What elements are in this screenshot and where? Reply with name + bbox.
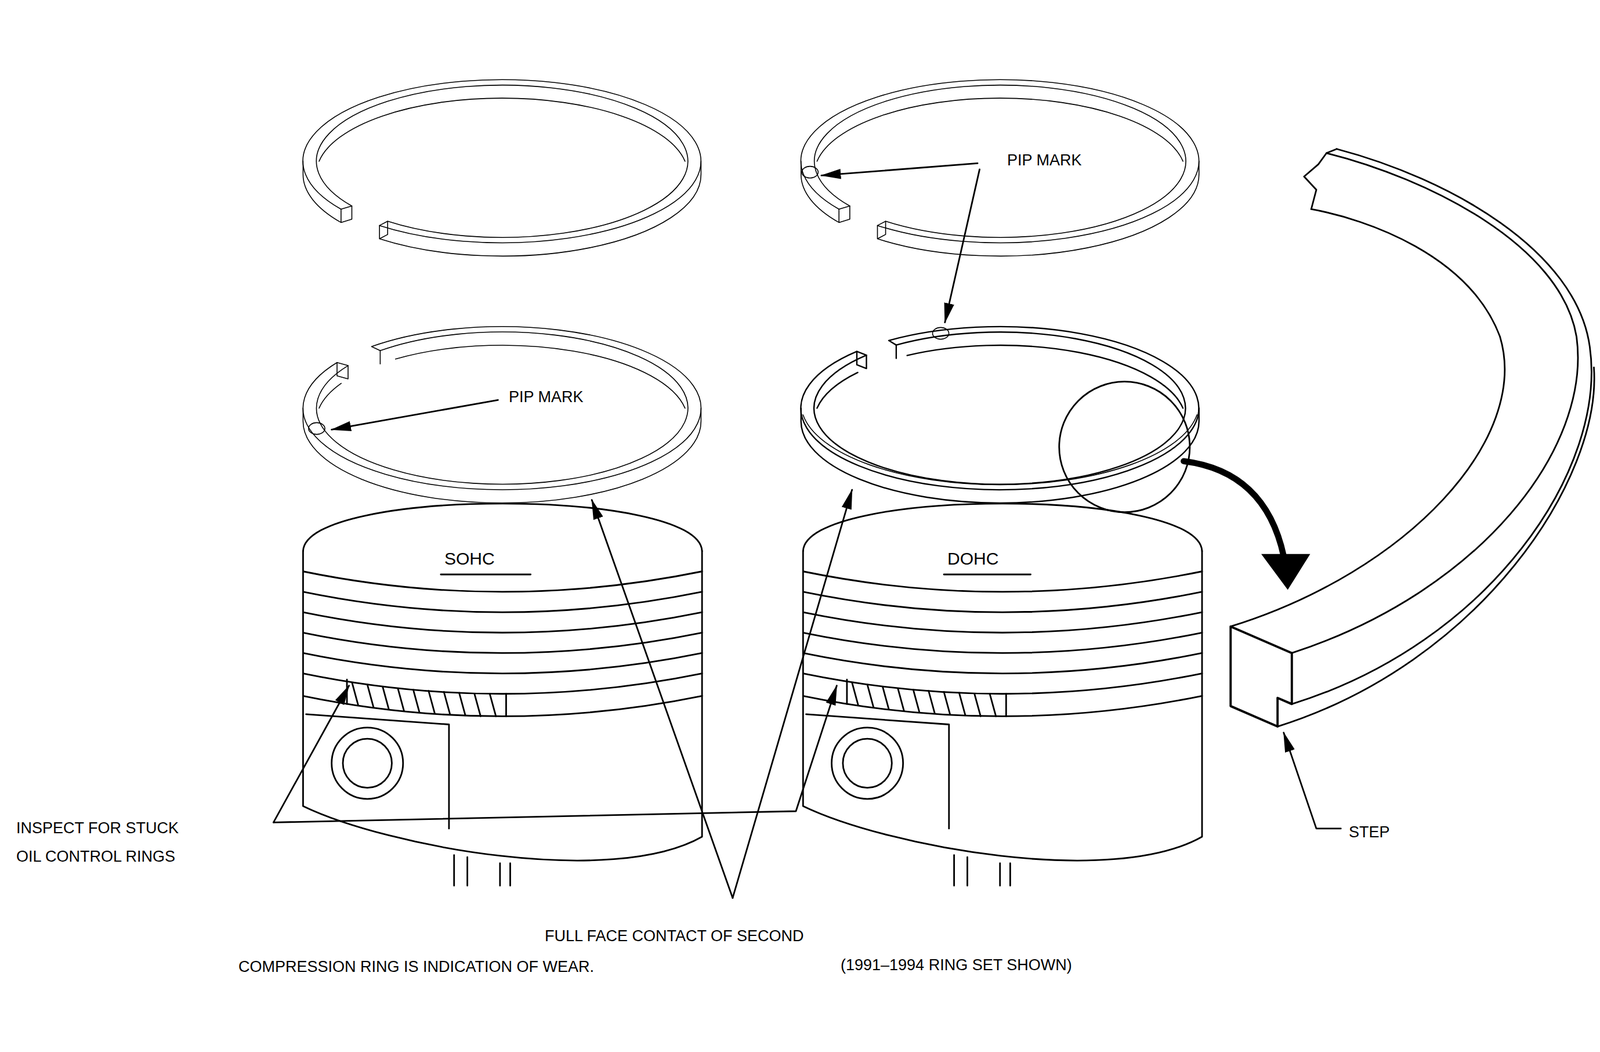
leader-line [821, 163, 978, 176]
section-step-edge [1277, 367, 1595, 727]
label-text: INSPECT FOR STUCK OIL CONTROL RINGS [14, 813, 198, 871]
leader-line [732, 489, 853, 898]
label-underline [440, 573, 1031, 576]
ring-face [800, 326, 1199, 490]
dohc-second-ring [800, 326, 1199, 503]
section-face [1230, 626, 1292, 727]
dohc-piston [802, 503, 1203, 886]
pip-mark [801, 166, 818, 179]
detail-arrow [1183, 461, 1284, 557]
ring-face [302, 79, 701, 243]
label-text: PIP MARK [1005, 151, 1084, 170]
label-text: (1991–1994 RING SET SHOWN) [838, 956, 1074, 975]
section-corner-edge [1291, 153, 1578, 654]
label-text: FULL FACE CONTACT OF SECOND COMPRESSION … [236, 920, 879, 983]
leader-line [331, 399, 499, 430]
section-break [1304, 149, 1337, 210]
ring-step-line [802, 414, 1197, 485]
leader-line [273, 685, 837, 823]
section-outer-edge [1291, 149, 1592, 705]
label-text: SOHC [442, 548, 497, 569]
pip-mark [308, 422, 325, 434]
label-text: STEP [1347, 823, 1392, 842]
leader-lines [273, 163, 1341, 898]
label-text: PIP MARK [507, 388, 586, 407]
leader-line [591, 500, 733, 899]
ring-edges [302, 345, 701, 503]
sohc-second-ring [302, 326, 701, 503]
ring-edges [302, 98, 701, 256]
ring-face [302, 326, 701, 490]
pip-mark [932, 327, 949, 339]
ring-section-detail [1230, 149, 1595, 727]
sohc-top-ring [302, 79, 701, 256]
ring-edges [801, 98, 1200, 256]
detail-circle [1059, 381, 1190, 513]
leader-line [1283, 732, 1342, 829]
dohc-top-ring [801, 79, 1200, 256]
leader-line [945, 169, 980, 323]
leader-line [273, 685, 349, 823]
ring-edges [801, 345, 1200, 503]
section-inner-edge [1230, 208, 1505, 626]
ring-face [801, 79, 1200, 243]
sohc-piston [302, 503, 702, 886]
label-text: DOHC [945, 548, 1001, 569]
detail-arrow-head [1261, 554, 1310, 590]
